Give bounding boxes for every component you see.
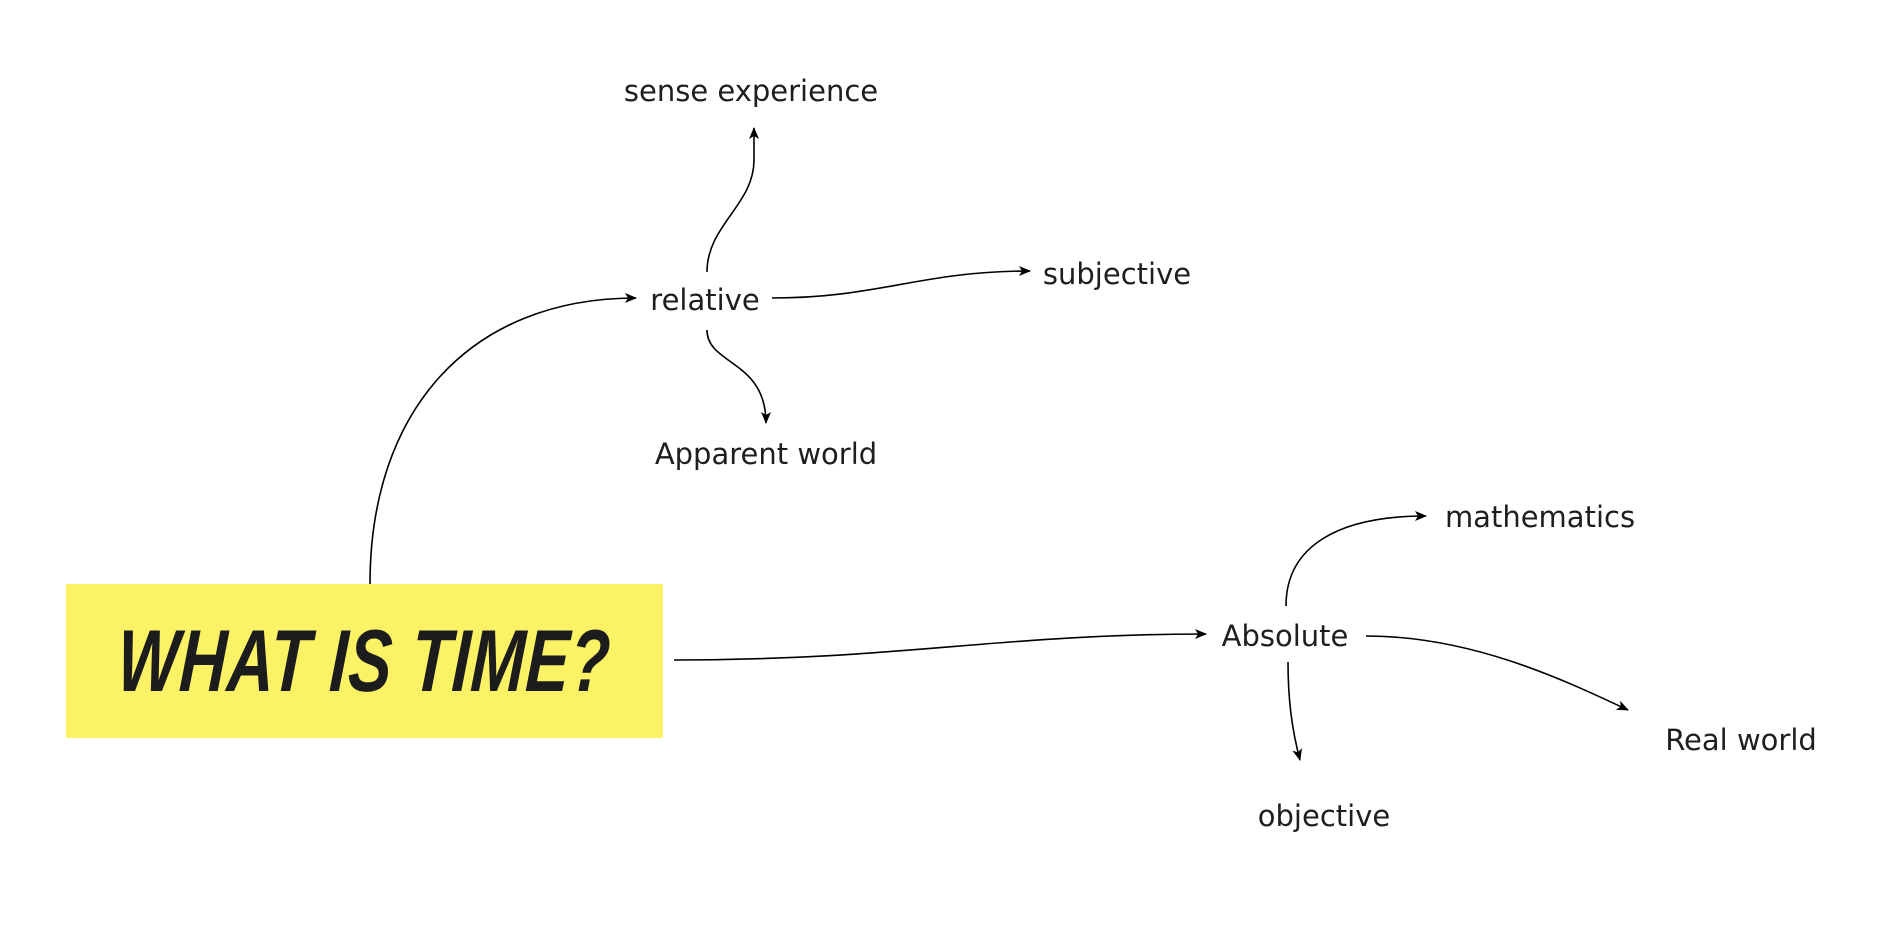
edge-title-to-relative xyxy=(369,293,637,585)
edge-relative-to-sense-experience xyxy=(706,127,759,273)
node-real-world[interactable]: Real world xyxy=(1665,723,1817,757)
title-box[interactable]: WHAT IS TIME? xyxy=(66,584,663,738)
node-objective[interactable]: objective xyxy=(1257,799,1391,833)
node-relative[interactable]: relative xyxy=(650,283,760,317)
node-apparent-world[interactable]: Apparent world xyxy=(654,437,878,471)
edge-relative-to-subjective xyxy=(771,266,1031,299)
edge-relative-to-apparent-world xyxy=(706,329,771,424)
node-mathematics[interactable]: mathematics xyxy=(1444,500,1636,534)
title-text: WHAT IS TIME? xyxy=(115,611,614,710)
edge-absolute-to-objective xyxy=(1287,661,1302,761)
edge-absolute-to-mathematics xyxy=(1285,511,1427,607)
node-subjective[interactable]: subjective xyxy=(1042,257,1192,291)
edge-absolute-to-real-world xyxy=(1365,635,1629,711)
node-absolute[interactable]: Absolute xyxy=(1221,619,1349,653)
edge-title-to-absolute xyxy=(673,629,1207,661)
node-sense-experience[interactable]: sense experience xyxy=(623,74,879,108)
